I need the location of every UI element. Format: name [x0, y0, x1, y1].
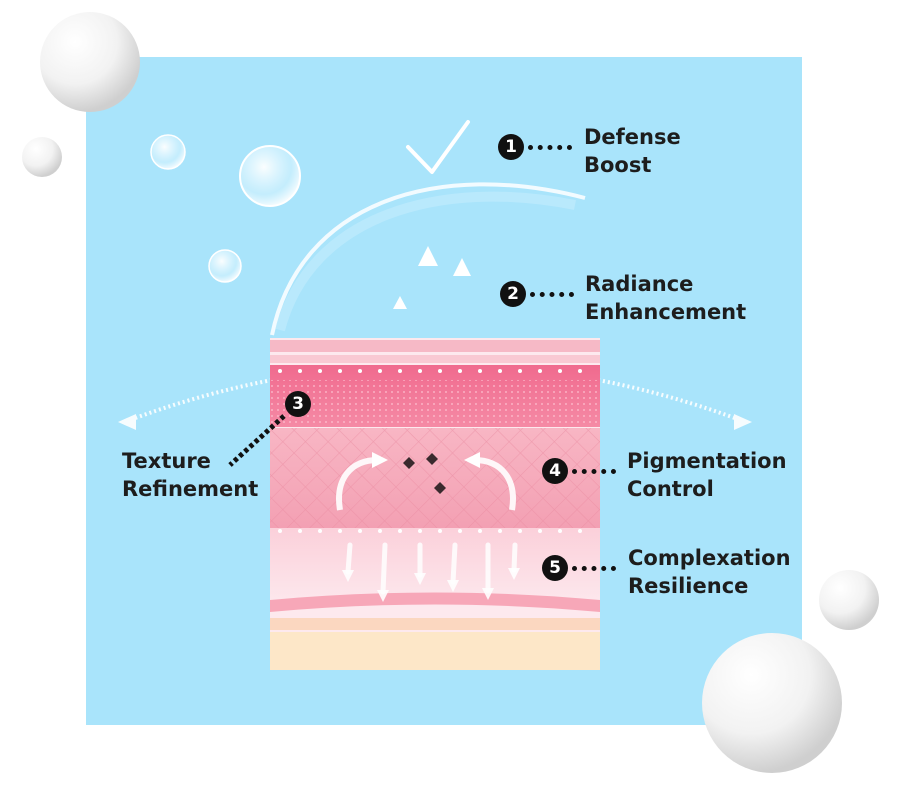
callout-4-label: Pigmentation Control [627, 447, 787, 503]
callout-2-line2: Enhancement [585, 300, 747, 324]
callout-4: 4 [542, 458, 620, 484]
callout-4-leader [572, 468, 616, 474]
callout-1-label: Defense Boost [584, 123, 681, 179]
callout-4-badge: 4 [542, 458, 568, 484]
callout-3-line1: Texture [122, 449, 211, 473]
callout-5-label: Complexation Resilience [628, 544, 791, 600]
callout-5: 5 [542, 555, 620, 581]
callout-1-line1: Defense [584, 125, 681, 149]
skin-cross-section [270, 338, 600, 670]
callout-3-label: Texture Refinement [122, 447, 258, 503]
callout-1-leader [528, 144, 572, 150]
callout-1-badge: 1 [498, 134, 524, 160]
callout-2-line1: Radiance [585, 272, 694, 296]
arrow-icon [393, 246, 471, 335]
pearl-icon [702, 633, 842, 773]
callout-5-line1: Complexation [628, 546, 791, 570]
pearl-icon [40, 12, 140, 112]
callout-5-leader [572, 565, 616, 571]
callout-5-line2: Resilience [628, 574, 749, 598]
pearl-icon [22, 137, 62, 177]
callout-1-line2: Boost [584, 153, 652, 177]
callout-2-badge: 2 [500, 281, 526, 307]
callout-3-badge: 3 [285, 391, 311, 417]
callout-4-line1: Pigmentation [627, 449, 787, 473]
bubble-icon [239, 145, 301, 207]
callout-2: 2 [500, 281, 578, 307]
pearl-icon [819, 570, 879, 630]
callout-3-line2: Refinement [122, 477, 259, 501]
protective-dome [270, 182, 586, 336]
bubble-icon [150, 134, 186, 170]
callout-4-line2: Control [627, 477, 714, 501]
bubble-icon [208, 249, 242, 283]
callout-2-leader [530, 291, 574, 297]
callout-2-label: Radiance Enhancement [585, 270, 746, 326]
callout-5-badge: 5 [542, 555, 568, 581]
arrow-icon [118, 378, 752, 430]
callout-3: 3 [285, 391, 311, 417]
callout-3-leader [228, 414, 286, 467]
callout-1: 1 [498, 134, 576, 160]
check-icon [406, 120, 470, 174]
